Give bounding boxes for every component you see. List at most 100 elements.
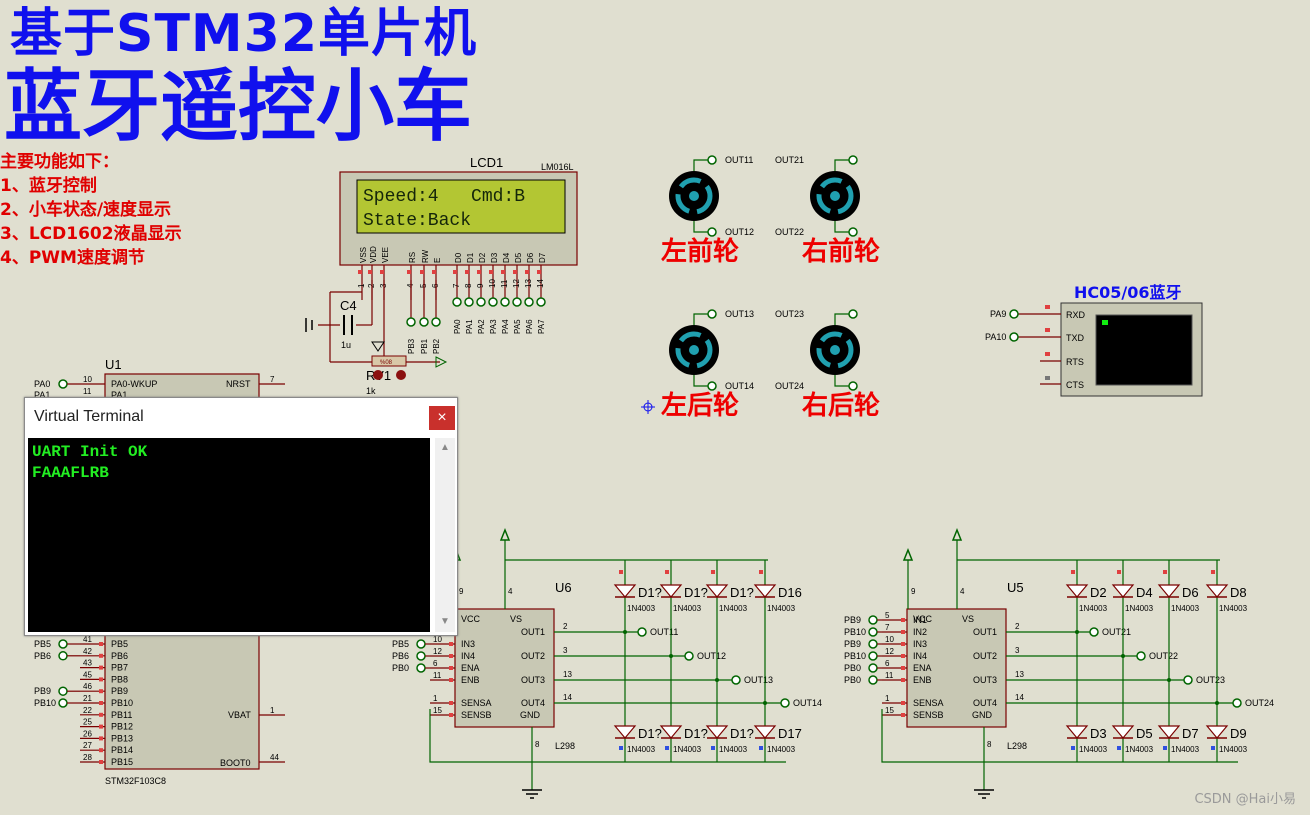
bt-pin: RTS [1066,357,1084,367]
motor-group[interactable]: OUT11OUT12左前轮OUT21OUT22右前轮OUT13OUT14左后轮O… [661,155,880,421]
scroll-up-icon[interactable]: ▲ [440,442,450,453]
mcu-vbat: VBAT [228,710,251,720]
lcd-pin-name: D7 [538,252,547,263]
lcd-pin-name: D4 [502,252,511,263]
driver-out-net: OUT21 [1102,627,1131,637]
driver-pin-num: 8 [535,740,540,749]
motor-terminal-label: OUT22 [775,227,804,237]
driver-pin-name: IN3 [461,639,475,649]
scroll-down-icon[interactable]: ▼ [440,616,450,627]
feature-header: 主要功能如下： [0,152,119,172]
driver-net: PB0 [392,663,409,673]
driver-pin-num: 10 [433,635,442,644]
lcd-pin-num: 8 [464,283,473,288]
bt-pin: TXD [1066,333,1085,343]
feature-item: 4、PWM速度调节 [0,248,145,268]
bluetooth-module[interactable]: HC05/06蓝牙 RXD TXD RTS CTS PA9 PA10 [985,283,1203,397]
lcd-pin-name: VDD [369,246,378,263]
lcd-pin-num: 14 [536,279,545,288]
capacitor-c4[interactable]: C4 1u [305,298,357,350]
driver-pin-num: 14 [1015,693,1024,702]
driver-ref: U6 [555,580,572,595]
motor-terminal-label: OUT14 [725,381,754,391]
driver-pin-name: SENSA [461,698,492,708]
mcu-pin-num: 11 [83,387,92,396]
lcd-pin-num: 9 [476,283,485,288]
pot-value: 1k [366,386,376,396]
driver-pin-name: OUT3 [973,675,997,685]
mcu-pin-num: 42 [83,647,92,656]
diode-model: 1N4003 [719,745,748,754]
driver-pin-num: 6 [885,659,890,668]
diode-ref: D4 [1136,585,1153,600]
lcd-pin-num: 12 [512,279,521,288]
mcu-pin-name: PB11 [111,710,132,720]
driver-out-net: OUT12 [697,651,726,661]
feature-item: 3、LCD1602液晶显示 [0,224,182,244]
bt-net: PA9 [990,309,1006,319]
driver-pin-name: VCC [913,614,933,624]
driver-pin-name: ENB [461,675,480,685]
driver-net: PB9 [844,615,861,625]
driver-pin-name: IN4 [913,651,927,661]
driver-pin-name: SENSA [913,698,944,708]
mcu-net: PB5 [34,639,51,649]
lcd-pin-num: 1 [357,283,366,288]
virtual-terminal-window[interactable]: Virtual Terminal × UART Init OK FAAAFLRB… [24,397,458,636]
lcd-line2: State:Back [363,211,471,231]
driver-out-net: OUT24 [1245,698,1274,708]
mcu-boot0-num: 44 [270,753,279,762]
diode-ref: D1? [638,726,662,741]
diode-model: 1N4003 [673,604,702,613]
mcu-pin-num: 10 [83,375,92,384]
motor-label: 左后轮 [661,391,739,421]
lcd-module[interactable]: LCD1 LM016L Speed:4 Cmd:B State:Back VSS… [339,155,578,300]
mcu-pin-name: PB8 [111,674,128,684]
close-button[interactable]: × [429,406,455,430]
mcu-net: PB9 [34,686,51,696]
lcd-wires [318,280,440,363]
driver-pin-num: 2 [1015,622,1020,631]
driver-pin-name: GND [520,710,541,720]
potentiometer-rv1[interactable]: %08 RV1 1k [366,341,448,396]
bt-pin: RXD [1066,310,1086,320]
driver-pin-num: 1 [885,694,890,703]
terminal-scrollbar[interactable]: ▲ ▼ [435,438,455,632]
lcd-net-label: PA7 [537,319,546,334]
driver-pin-name: ENA [461,663,480,673]
driver-pin-name: SENSB [461,710,492,720]
motor-label: 右前轮 [802,236,880,267]
terminal-screen[interactable]: UART Init OK FAAAFLRB [28,438,430,632]
driver-pin-name: OUT2 [521,651,545,661]
driver-pin-num: 4 [508,587,513,596]
watermark: CSDN @Hai小易 [1194,792,1296,807]
mcu-pin-num: 22 [83,706,92,715]
lcd-net-label: PA2 [477,319,486,334]
mcu-pin-num: 41 [83,635,92,644]
lcd-net-label: PA1 [465,319,474,334]
diode-model: 1N4003 [1171,604,1200,613]
lcd-pin-name: D0 [454,252,463,263]
motor-label: 左前轮 [661,236,739,267]
lcd-ref: LCD1 [470,155,503,170]
driver-model: L298 [555,741,575,751]
mcu-vbat-num: 1 [270,706,275,715]
diode-ref: D8 [1230,585,1247,600]
driver-pin-num: 3 [1015,646,1020,655]
diode-model: 1N4003 [767,604,796,613]
lcd-line1: Speed:4 Cmd:B [363,187,525,207]
driver-pin-num: 6 [433,659,438,668]
diode-model: 1N4003 [627,604,656,613]
diode-model: 1N4003 [767,745,796,754]
diode-model: 1N4003 [719,604,748,613]
lcd-pin-name: E [433,258,442,263]
driver-pin-name: ENB [913,675,932,685]
